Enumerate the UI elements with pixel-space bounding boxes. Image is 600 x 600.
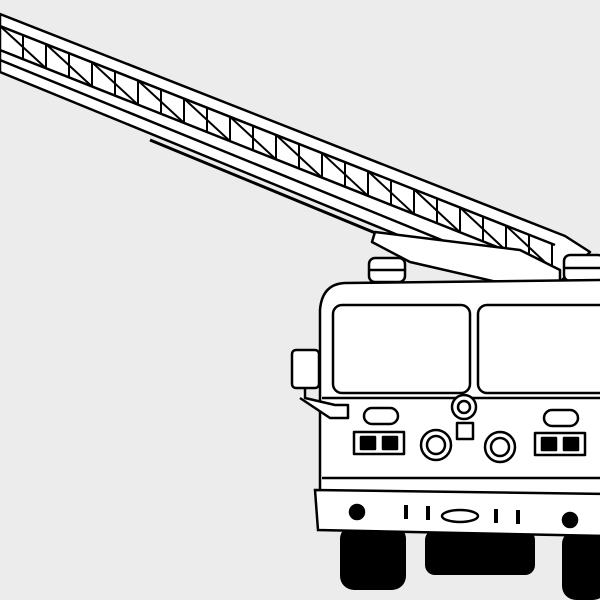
- window-right: [476, 303, 600, 395]
- wheel-right: [562, 530, 600, 600]
- bumper-emblem: [440, 508, 480, 524]
- mirror-arm: [299, 388, 350, 420]
- ladder-truss: [0, 25, 553, 270]
- ladder-rail-bottom: [0, 58, 526, 276]
- side-mirror: [290, 348, 321, 390]
- truck-cab: [290, 278, 600, 502]
- marker-light-right: [542, 408, 580, 428]
- chassis: [425, 530, 535, 575]
- front-bumper: [313, 488, 600, 538]
- window-left: [331, 303, 472, 395]
- ladder-rail-mid: [0, 48, 536, 264]
- emblem-plate: [455, 421, 475, 441]
- marker-light-left: [362, 406, 400, 426]
- wheel-left: [340, 525, 406, 590]
- wheels: [340, 525, 600, 600]
